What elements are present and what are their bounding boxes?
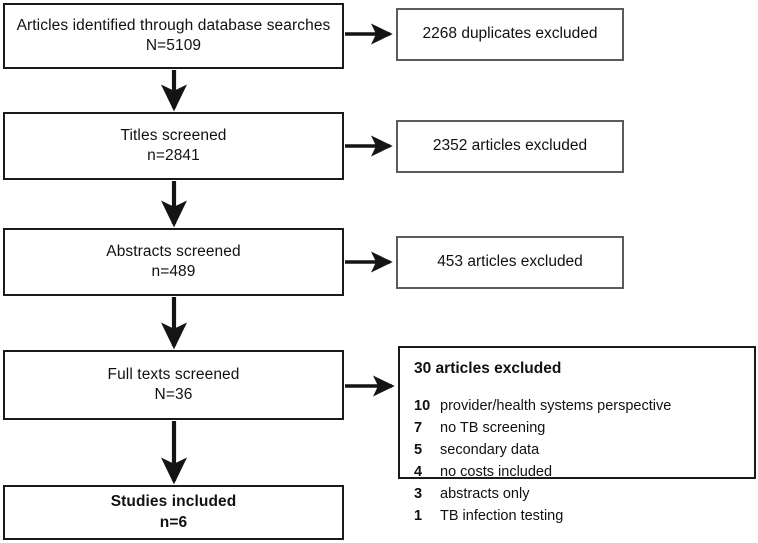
exclusion-reason-row: 3 abstracts only bbox=[414, 483, 754, 505]
exclusion-reason-count: 10 bbox=[414, 398, 431, 414]
flow-box-title: Articles identified through database sea… bbox=[16, 16, 331, 34]
exclusion-reason-count: 4 bbox=[414, 464, 423, 481]
flow-box-title: Studies included bbox=[110, 493, 237, 511]
exclusion-reason-count: 5 bbox=[414, 442, 423, 459]
exclusion-reason-row: 10 provider/health systems perspective bbox=[414, 395, 754, 417]
exclusion-reason-row: 1 TB infection testing bbox=[414, 505, 754, 527]
exclusion-box-abstracts: 453 articles excluded bbox=[396, 236, 624, 289]
exclusion-reason-text: no TB screening bbox=[440, 420, 546, 437]
flow-box-full-texts-screened: Full texts screened N=36 bbox=[3, 350, 344, 420]
flow-box-abstracts-screened: Abstracts screened n=489 bbox=[3, 228, 344, 296]
flow-box-count: n=6 bbox=[159, 513, 188, 531]
flow-box-count: n=489 bbox=[151, 263, 196, 280]
flow-box-count: n=2841 bbox=[147, 147, 200, 164]
exclusion-label: 453 articles excluded bbox=[437, 253, 583, 271]
exclusion-reason-row: 5 secondary data bbox=[414, 439, 754, 461]
flow-box-title: Titles screened bbox=[120, 126, 227, 144]
exclusion-reason-row: 7 no TB screening bbox=[414, 417, 754, 439]
flow-box-count: N=5109 bbox=[145, 37, 202, 54]
exclusion-label: 2268 duplicates excluded bbox=[422, 25, 598, 43]
flow-box-studies-included: Studies included n=6 bbox=[3, 485, 344, 540]
exclusion-detail-title: 30 articles excluded bbox=[414, 360, 562, 377]
exclusion-reason-row: 4 no costs included bbox=[414, 461, 754, 483]
exclusion-reason-text: provider/health systems perspective bbox=[440, 398, 672, 414]
exclusion-reason-text: secondary data bbox=[440, 442, 540, 459]
exclusion-reason-text: no costs included bbox=[440, 464, 553, 481]
flow-box-count: N=36 bbox=[154, 386, 193, 403]
exclusion-box-titles: 2352 articles excluded bbox=[396, 120, 624, 173]
exclusion-box-duplicates: 2268 duplicates excluded bbox=[396, 8, 624, 61]
flow-box-titles-screened: Titles screened n=2841 bbox=[3, 112, 344, 180]
flow-box-title: Full texts screened bbox=[107, 365, 240, 383]
exclusion-reason-text: abstracts only bbox=[440, 486, 530, 503]
exclusion-reason-text: TB infection testing bbox=[440, 508, 564, 525]
flow-box-articles-identified: Articles identified through database sea… bbox=[3, 3, 344, 69]
exclusion-label: 2352 articles excluded bbox=[432, 137, 588, 155]
exclusion-reason-count: 3 bbox=[414, 486, 423, 503]
exclusion-box-full-texts-detailed: 30 articles excluded 10 provider/health … bbox=[398, 346, 756, 524]
exclusion-reason-count: 7 bbox=[414, 420, 423, 437]
flow-box-title: Abstracts screened bbox=[106, 242, 241, 260]
exclusion-reason-count: 1 bbox=[414, 508, 423, 525]
